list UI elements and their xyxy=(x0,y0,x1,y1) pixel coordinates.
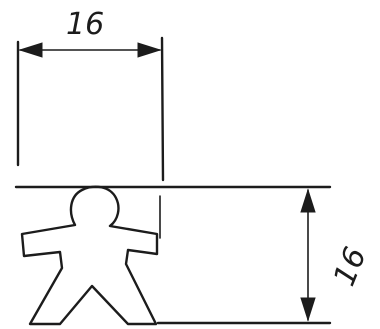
width-dimension-label: 16 xyxy=(66,7,104,42)
width-arrow-right xyxy=(137,42,162,58)
height-arrow-bottom xyxy=(300,297,316,322)
height-arrow-top xyxy=(300,188,316,213)
height-dimension-label: 16 xyxy=(327,242,374,291)
width-arrow-left xyxy=(18,42,43,58)
right-extension-line xyxy=(160,36,165,182)
human-figure-icon xyxy=(20,185,159,326)
